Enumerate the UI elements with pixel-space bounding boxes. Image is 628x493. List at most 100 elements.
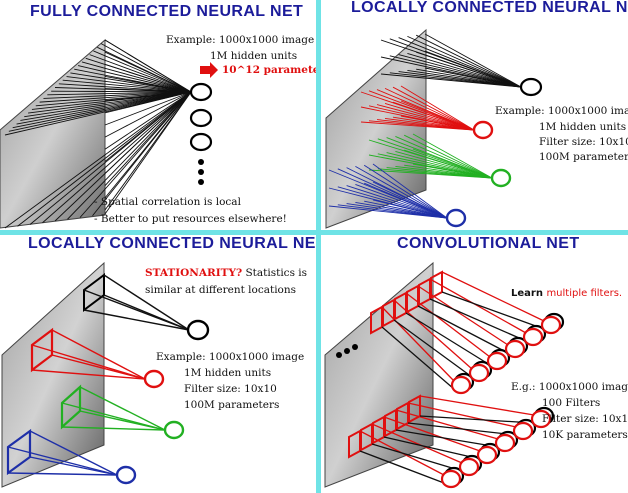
fully-connected-line	[104, 75, 192, 93]
learn-red-label: multiple filters.	[546, 288, 623, 299]
fully-connected-line	[28, 91, 192, 114]
receptive-field-line	[31, 344, 146, 380]
learn-label: Learn	[511, 288, 543, 299]
local-connection-line	[346, 185, 448, 219]
fully-connected-line	[92, 91, 192, 217]
hidden-unit-red	[143, 369, 165, 389]
fully-connected-line	[104, 91, 192, 102]
local-connection-line	[368, 105, 475, 131]
filter-connection-line	[407, 422, 517, 436]
filter-connection-line	[371, 423, 463, 464]
local-connection-line	[424, 50, 522, 88]
local-connection-line	[400, 85, 475, 131]
hidden-units-label: 1M hidden units	[539, 121, 627, 133]
hidden-unit	[530, 409, 552, 429]
panel-locally-connected-stationarity: LOCALLY CONNECTED NEURAL NET STATIONARIT…	[0, 235, 316, 493]
panel-title: CONVOLUTIONAL NET	[397, 235, 580, 252]
filter-connection-line	[417, 305, 509, 354]
example-label: Example: 1000x1000 image	[156, 351, 305, 363]
filter-connection-line	[405, 292, 491, 358]
hidden-unit-2	[189, 108, 213, 128]
filter-connection-line	[359, 450, 445, 484]
hidden-unit-green	[163, 420, 185, 440]
parameters-label: 10^12 parameters	[222, 64, 316, 76]
ellipsis-dot	[198, 169, 204, 175]
fully-connected-diagram	[0, 38, 218, 229]
hidden-unit-blue	[445, 208, 467, 228]
fully-connected-line	[12, 91, 192, 129]
input-image-plane	[325, 28, 427, 229]
hidden-unit	[504, 339, 526, 359]
hidden-unit	[512, 421, 534, 441]
parameters-label: 100M parameters	[184, 399, 280, 411]
local-connection-line	[424, 67, 522, 88]
hidden-unit-green	[490, 168, 512, 188]
panel-title: FULLY CONNECTED NEURAL NET	[30, 3, 304, 20]
local-connection-line	[400, 100, 475, 131]
local-connection-line	[404, 149, 493, 179]
receptive-field-line	[51, 329, 146, 380]
local-connection-line	[337, 168, 448, 219]
local-connection-line	[416, 51, 522, 88]
hidden-units-label: 1M hidden units	[210, 50, 298, 62]
receptive-field-line	[7, 446, 118, 476]
hidden-unit	[476, 445, 498, 465]
local-connection-line	[400, 115, 475, 131]
fully-connected-line	[104, 91, 192, 138]
receptive-field-line	[103, 274, 190, 331]
hidden-unit-black	[519, 77, 543, 97]
fully-connected-line	[77, 65, 192, 93]
fully-connected-line	[17, 91, 192, 227]
local-connection-line	[407, 52, 522, 88]
panel-title: LOCALLY CONNECTED NEURAL NET	[351, 0, 628, 16]
filter-connection-line	[395, 409, 499, 440]
fully-connected-line	[16, 91, 192, 125]
local-connection-line	[355, 166, 448, 219]
filter-connection-line	[383, 416, 481, 452]
fully-connected-line	[29, 91, 192, 225]
hidden-units-label: 1M hidden units	[184, 367, 272, 379]
hidden-unit	[450, 375, 472, 395]
hidden-unit-red	[472, 120, 494, 140]
receptive-field-line	[29, 430, 118, 476]
fully-connected-line	[104, 88, 192, 93]
vertical-divider	[316, 0, 321, 493]
local-connection-line	[389, 55, 522, 88]
filter-connection-line	[381, 326, 455, 390]
local-connection-line	[404, 164, 493, 179]
fully-connected-line	[93, 50, 192, 93]
fully-connected-line	[104, 91, 192, 126]
filter-connection-line	[429, 298, 527, 342]
receptive-field-line	[61, 426, 166, 431]
example-label: E.g.: 1000x1000 image	[511, 381, 628, 393]
stationarity-text: STATIONARITY? Statistics is	[145, 267, 307, 280]
fully-connected-line	[24, 91, 192, 118]
fully-connected-line	[54, 91, 192, 222]
receptive-field-line	[31, 369, 146, 380]
local-connection-line	[395, 135, 493, 179]
ellipsis-dot	[198, 179, 204, 185]
hidden-unit	[540, 315, 562, 335]
convolutional-diagram	[324, 261, 565, 489]
hidden-unit	[440, 469, 462, 489]
local-connection-line	[372, 199, 448, 219]
local-connection-line	[384, 102, 475, 131]
fully-connected-line	[66, 76, 192, 93]
fully-connected-line	[42, 91, 192, 224]
local-connection-line	[376, 104, 475, 131]
panel-title: LOCALLY CONNECTED NEURAL NET	[28, 235, 316, 252]
filter-size-label: Filter size: 10x10	[539, 136, 628, 148]
learn-text: Learn multiple filters.	[511, 287, 622, 300]
fully-connected-line	[58, 83, 192, 93]
arrow-icon	[200, 62, 218, 78]
fully-connected-line	[47, 91, 192, 96]
fully-connected-line	[4, 91, 192, 229]
local-connection-line	[364, 182, 448, 219]
fully-connected-line	[100, 43, 192, 93]
input-image-plane	[0, 38, 106, 229]
filter-size-label: Filter size: 10x10	[184, 383, 277, 395]
local-connection-line	[416, 34, 522, 88]
horizontal-divider	[0, 230, 628, 235]
input-image-plane	[1, 261, 105, 488]
receptive-field-line	[79, 410, 166, 431]
